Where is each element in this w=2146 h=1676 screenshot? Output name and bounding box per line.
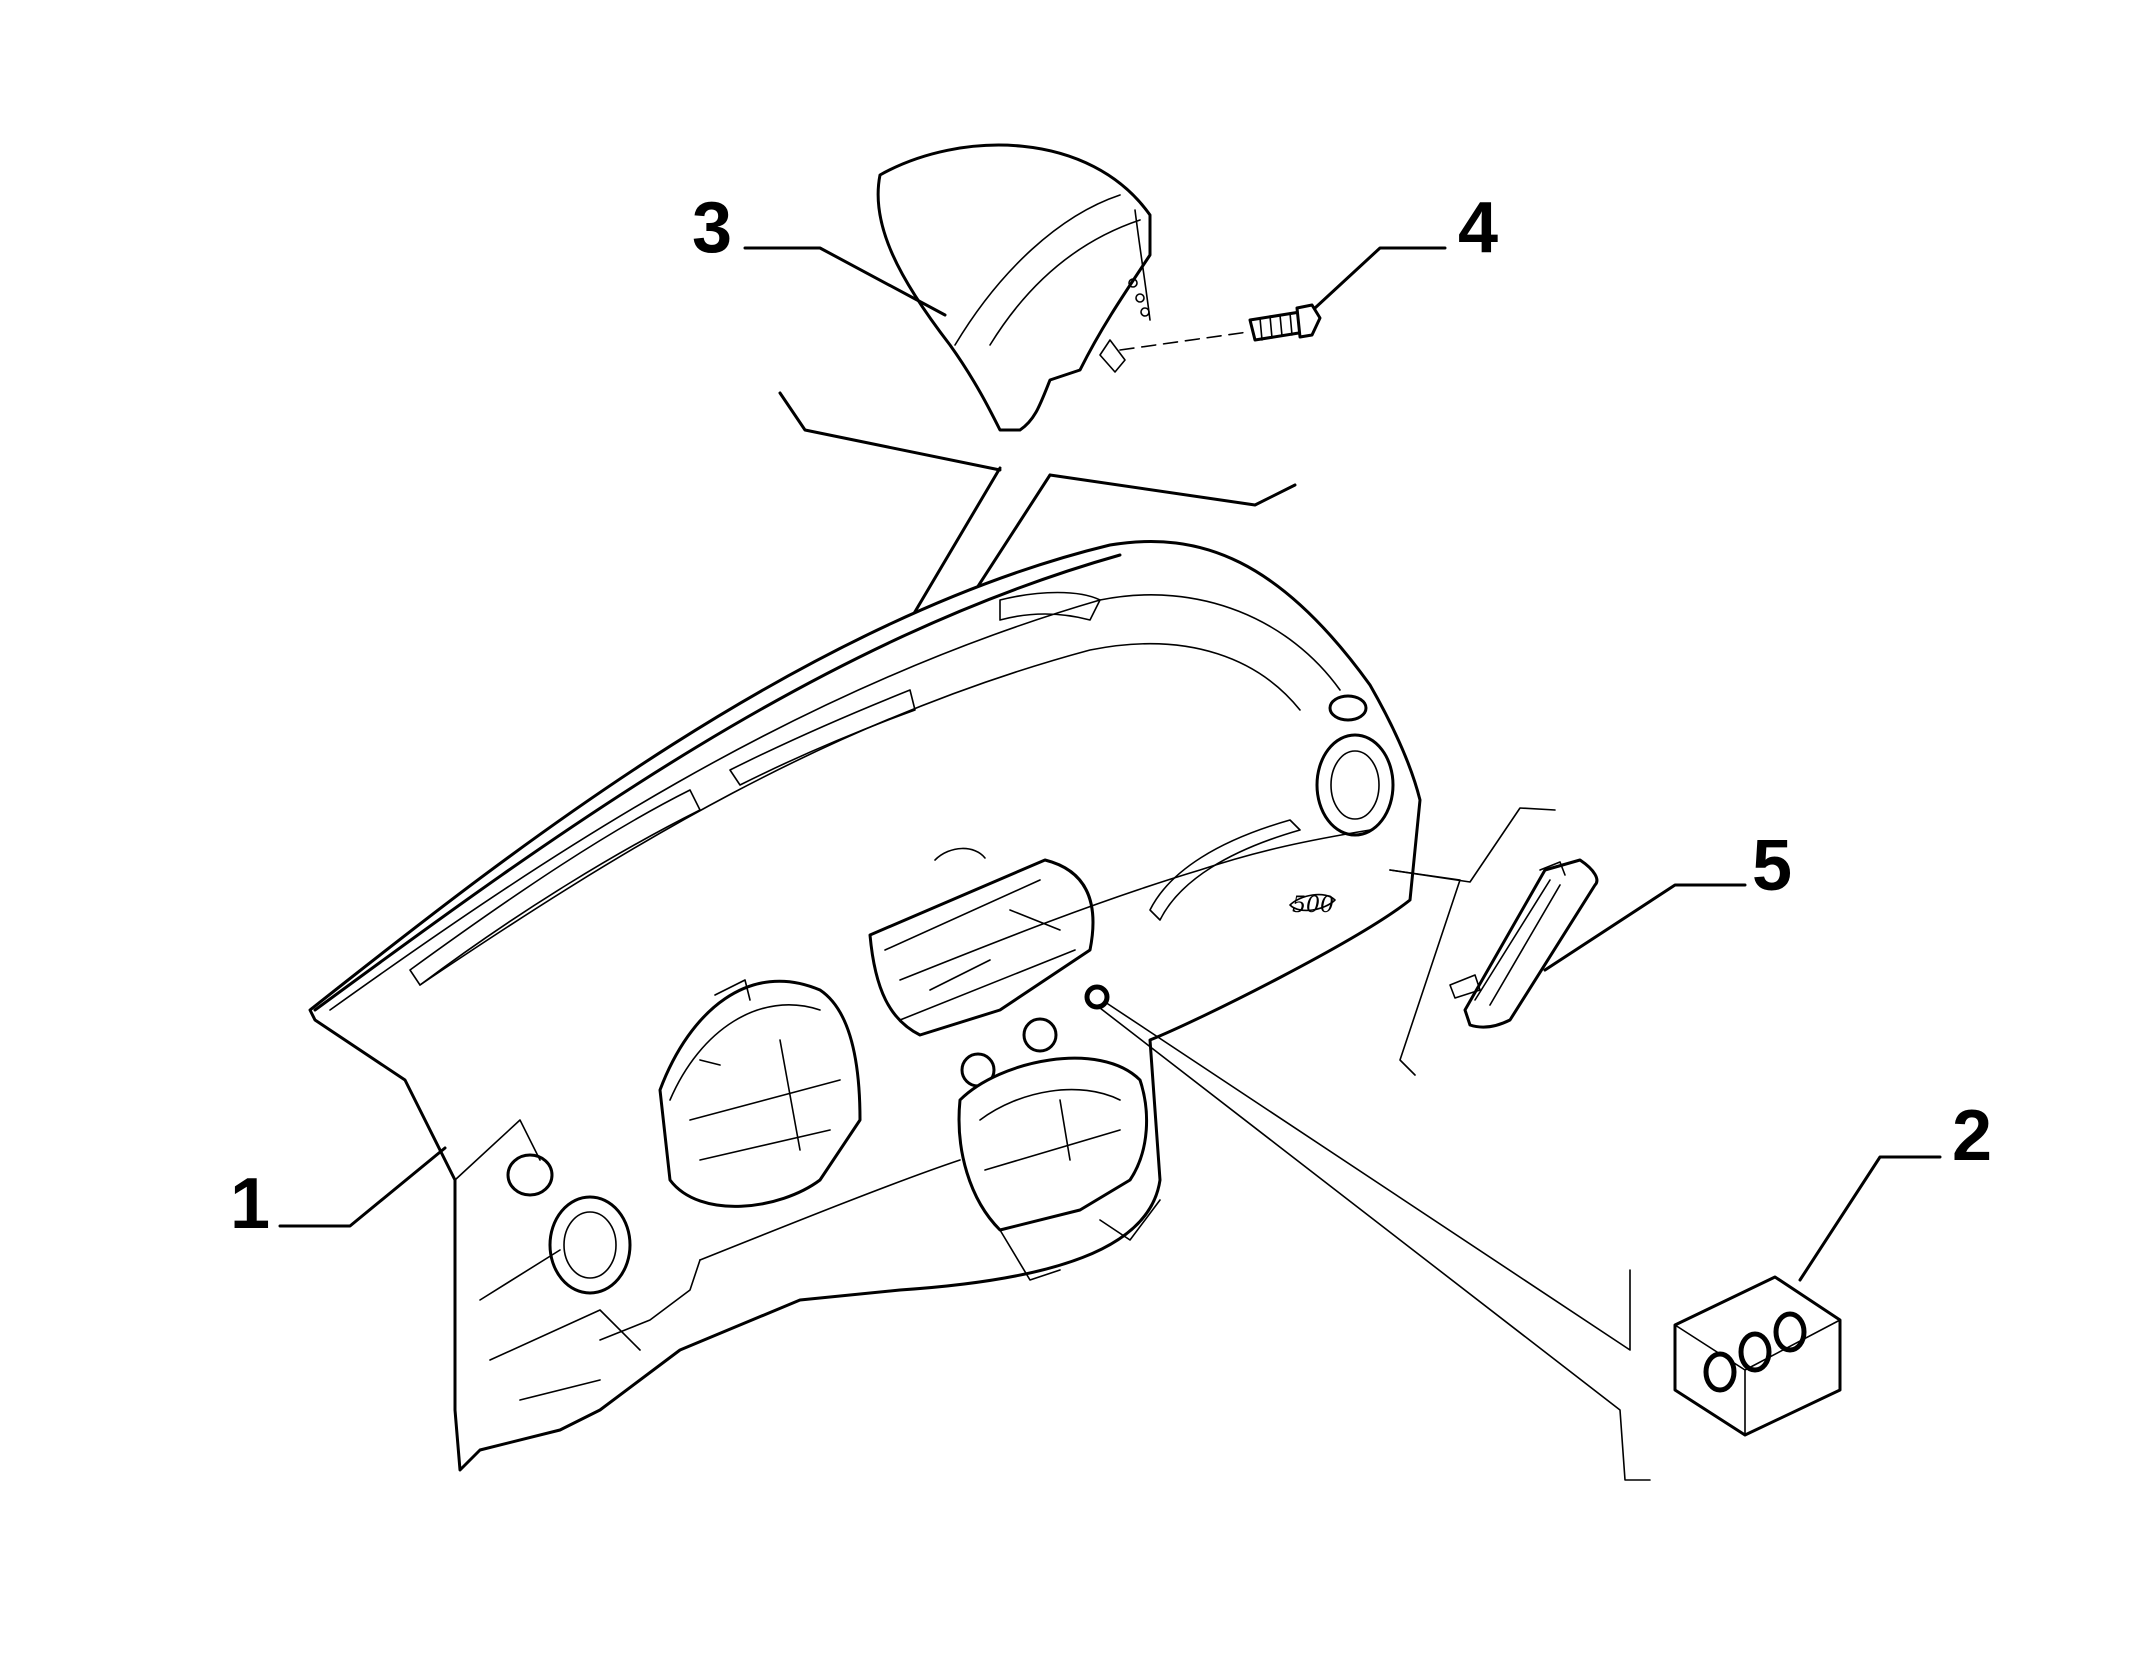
fitting-bracket-right [1048, 473, 1297, 507]
handle-bracket-lower [1389, 869, 1461, 1076]
callout-number-3: 3 [692, 188, 732, 268]
cluster-hood-part[interactable] [876, 143, 1152, 432]
callout-leader-1 [278, 1146, 447, 1228]
callout-leader-5 [1543, 883, 1747, 972]
500-badge: 500 [1289, 893, 1336, 918]
badge-text: 500 [1292, 893, 1334, 918]
fitting-bracket-left [778, 391, 1002, 472]
callout-leader-4 [1313, 246, 1447, 310]
callout-leader-3 [743, 246, 947, 317]
callout-number-4: 4 [1458, 188, 1498, 268]
cap-set-part[interactable] [1673, 1275, 1842, 1437]
screw-part[interactable] [1248, 303, 1322, 342]
cap-ring-small[interactable] [1084, 984, 1110, 1010]
cap-leader-upper [1104, 1001, 1631, 1351]
callout-number-1: 1 [230, 1164, 270, 1244]
handle-part[interactable] [1449, 858, 1599, 1029]
cap-leader-lower [1099, 1007, 1651, 1481]
callout-number-5: 5 [1752, 826, 1792, 906]
dashboard-part[interactable]: 500 [308, 539, 1422, 1472]
screw-axis-line [1119, 331, 1249, 351]
callout-number-2: 2 [1952, 1096, 1992, 1176]
callout-leader-2 [1798, 1155, 1942, 1282]
